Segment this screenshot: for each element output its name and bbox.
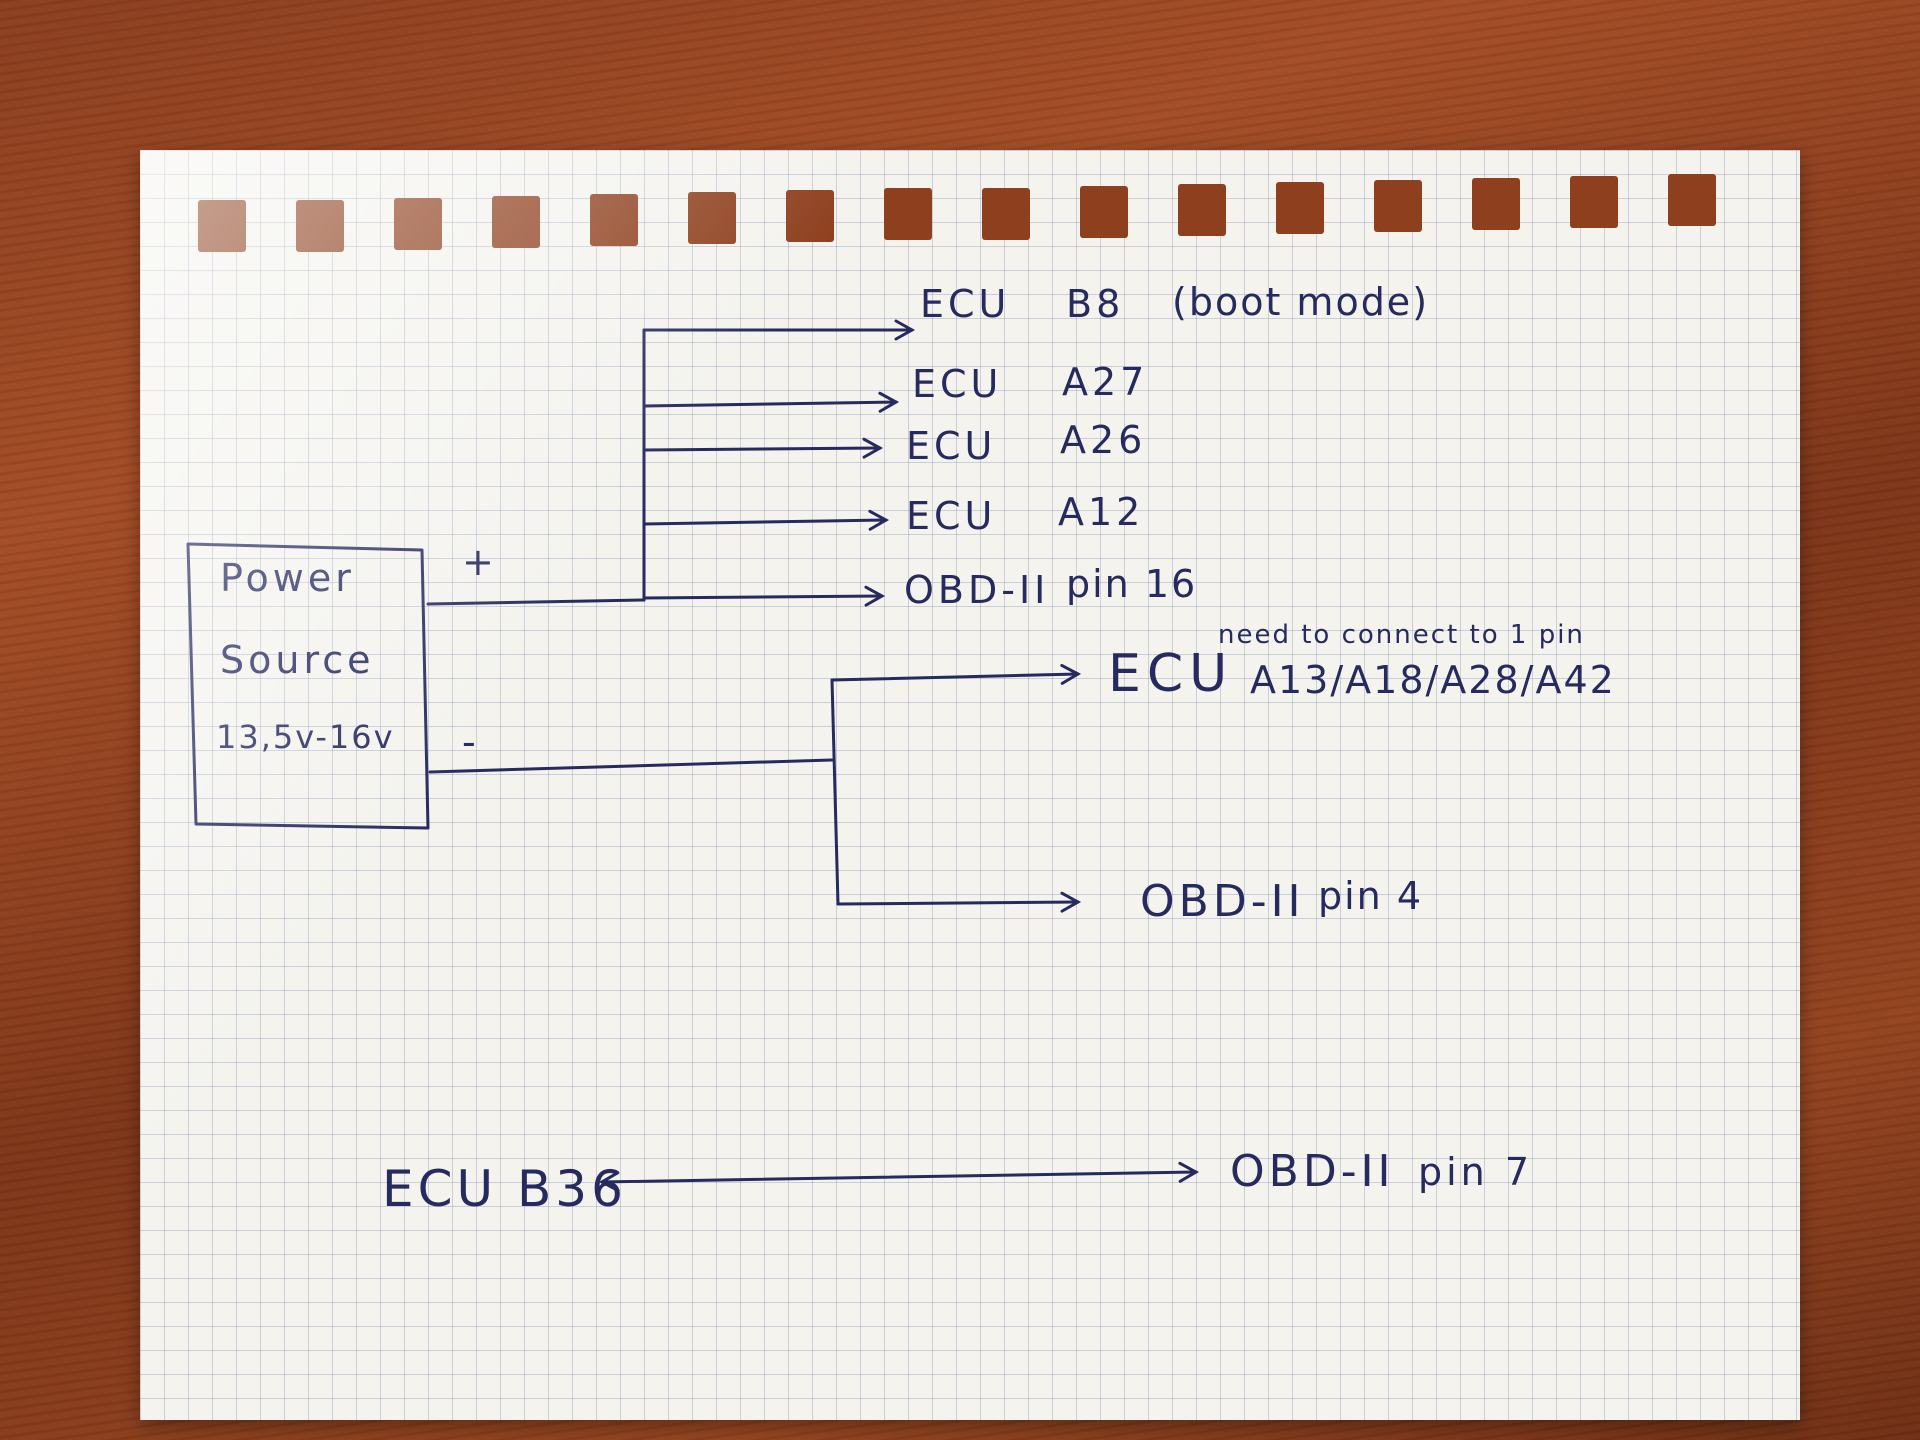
wire-to-ecu-ground	[830, 663, 1082, 685]
boot-mode-note: (boot mode)	[1172, 280, 1430, 324]
negative-terminal-sign: -	[462, 720, 480, 764]
bidirectional-link	[598, 1161, 1200, 1193]
wire-to-ecu-a26	[642, 437, 884, 459]
positive-wire	[426, 598, 646, 606]
wire-to-obd-pin4	[836, 891, 1082, 913]
ground-note: need to connect to 1 pin	[1218, 620, 1585, 650]
pin-label: A26	[1060, 418, 1147, 462]
ecu-label: ECU	[912, 362, 1003, 406]
pin-label: pin 7	[1418, 1150, 1534, 1194]
obd-label: OBD-II	[1140, 876, 1305, 927]
ecu-b36-label: ECU B36	[382, 1160, 627, 1218]
negative-wire	[428, 758, 834, 774]
ecu-label: ECU	[906, 494, 997, 538]
ecu-label: ECU	[906, 424, 997, 468]
obd-label: OBD-II	[1230, 1146, 1395, 1197]
wire-to-ecu-a27	[642, 391, 900, 413]
pin-label: pin 16	[1066, 562, 1198, 606]
obd-label: OBD-II	[904, 568, 1050, 612]
wire-to-obd-pin16	[642, 585, 886, 607]
voltage-range-label: 13,5v-16v	[216, 718, 395, 756]
ecu-label: ECU	[920, 282, 1011, 326]
ecu-label: ECU	[1108, 644, 1234, 704]
pin-label: A12	[1058, 490, 1145, 534]
positive-terminal-sign: +	[462, 540, 498, 584]
ground-pin-options: A13/A18/A28/A42	[1250, 658, 1616, 702]
negative-bus-vertical	[830, 678, 840, 906]
pin-label: pin 4	[1318, 874, 1424, 918]
pin-label: B8	[1066, 282, 1125, 326]
pin-label: A27	[1062, 360, 1149, 404]
power-source-label-line2: Source	[220, 638, 375, 682]
wire-to-ecu-a12	[642, 509, 890, 531]
power-source-label-line1: Power	[220, 556, 355, 600]
